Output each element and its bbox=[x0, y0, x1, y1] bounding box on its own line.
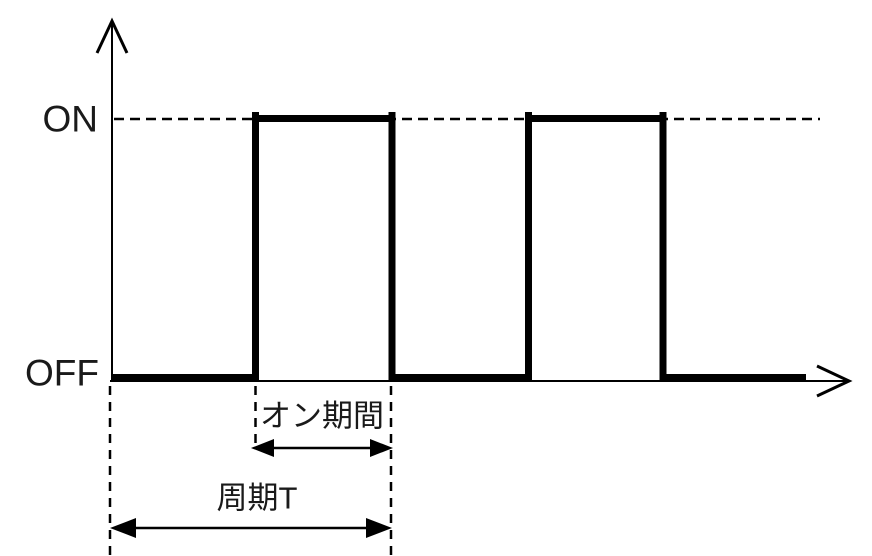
on-period-arrow bbox=[251, 439, 393, 457]
on-level-label: ON bbox=[43, 99, 99, 140]
arrow-right-icon bbox=[816, 364, 853, 398]
arrow-right-head-icon bbox=[370, 439, 393, 457]
arrow-up-icon bbox=[95, 17, 129, 54]
period-label: 周期T bbox=[217, 481, 298, 516]
on-period-label: オン期間 bbox=[260, 399, 384, 434]
arrow-left-head-icon bbox=[110, 518, 136, 538]
off-level-label: OFF bbox=[25, 353, 99, 394]
square-wave-signal bbox=[112, 112, 806, 381]
arrow-left-head-icon bbox=[251, 439, 274, 457]
arrow-right-head-icon bbox=[366, 518, 392, 538]
period-arrow bbox=[110, 518, 392, 538]
